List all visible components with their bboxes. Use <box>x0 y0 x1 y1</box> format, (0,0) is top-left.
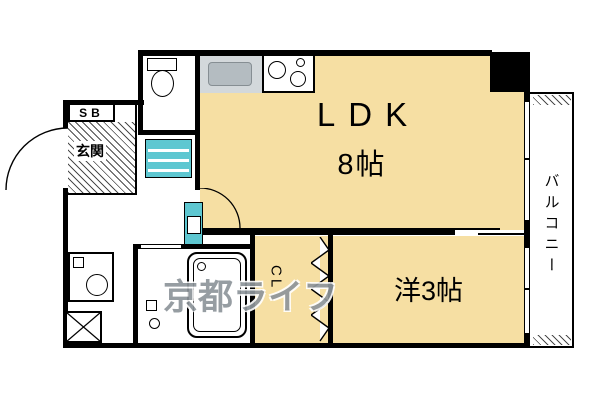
entrance-door-arc <box>5 127 69 191</box>
watermark: 京都ライフ <box>163 278 339 317</box>
washing-machine-pan <box>68 252 114 302</box>
closet-label: CL <box>267 265 285 291</box>
wall-bath-left <box>133 244 138 343</box>
shoe-box: SB <box>68 103 115 122</box>
wall-left-lower <box>63 188 68 348</box>
cabinet-shelf-line <box>148 149 189 152</box>
cabinet-shelf-line <box>148 169 189 172</box>
wall-right-seg2 <box>524 220 530 248</box>
room-western <box>333 236 524 343</box>
balcony-partition-hatch-top <box>533 95 571 105</box>
window-ldk <box>524 102 530 220</box>
ldk-size-label: 8帖 <box>337 149 387 181</box>
window-bedroom <box>524 248 530 333</box>
ldk-label-block: LDK 8帖 <box>200 96 524 183</box>
stove-burner-right <box>290 71 306 87</box>
shoe-cabinet <box>145 139 192 178</box>
pipe-shaft-x <box>65 311 102 343</box>
window-bedroom-mullion <box>524 288 530 290</box>
cabinet-shelf-line <box>148 159 189 162</box>
kitchen-divider <box>262 56 264 93</box>
wall-toilet-bottom <box>138 130 200 135</box>
bathtub-faucet <box>197 262 206 271</box>
wall-top <box>138 50 492 56</box>
wall-right-seg1 <box>524 88 530 102</box>
balcony-label: バルコニー <box>542 172 560 278</box>
western-room-label: 洋3帖 <box>393 276 464 306</box>
wall-ldk-bottom <box>195 228 455 235</box>
wall-bottom <box>63 343 530 348</box>
wall-closet-right <box>328 235 333 343</box>
bathroom-sliding-door <box>141 244 181 249</box>
ldk-label: LDK <box>316 96 421 133</box>
sliding-door-ldk-bedroom-a <box>455 228 500 230</box>
shower-fixture <box>146 300 157 311</box>
washbasin <box>184 202 203 245</box>
washer-faucet <box>73 257 84 268</box>
wall-entrance-right-thin <box>135 103 137 195</box>
shoe-box-label: SB <box>79 105 104 120</box>
wall-right-seg3 <box>524 333 530 348</box>
closet-accordion-door <box>311 237 329 342</box>
wall-left-upper <box>63 100 68 128</box>
window-ldk-mullion <box>524 158 530 160</box>
wall-ldk-left <box>195 50 200 190</box>
ldk-door-arc <box>200 188 241 229</box>
stove-burner-small <box>296 58 305 67</box>
sliding-door-ldk-bedroom-b <box>478 233 524 235</box>
washer-drain-circle <box>86 274 108 296</box>
wall-toilet-left <box>138 50 143 135</box>
toilet-bowl <box>151 70 174 97</box>
wall-bath-top <box>133 244 255 249</box>
balcony-partition-hatch-bottom <box>533 335 571 345</box>
bath-drain-circle <box>149 318 160 329</box>
wall-top-left <box>63 100 144 105</box>
pillar-top-right <box>490 52 530 92</box>
washbasin-bowl <box>187 216 201 234</box>
entrance-step-line <box>68 193 135 195</box>
stove-burner-left <box>268 61 286 79</box>
kitchen-sink-bowl <box>208 62 252 86</box>
entrance-label: 玄関 <box>74 141 106 161</box>
bathtub-inner <box>193 258 241 332</box>
balcony-area <box>530 92 574 348</box>
wall-closet-left <box>250 229 255 343</box>
bathtub <box>187 252 247 338</box>
